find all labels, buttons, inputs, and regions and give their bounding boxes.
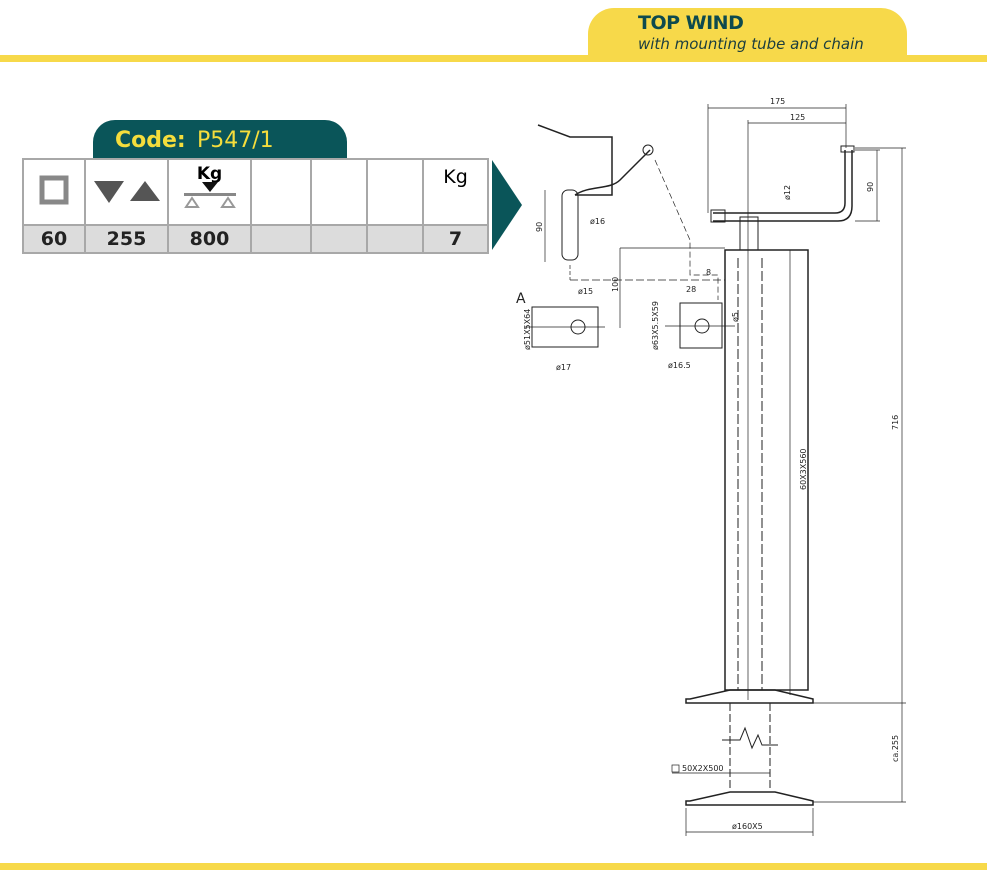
view-a-label: A (516, 291, 526, 307)
dim-15: ø15 (578, 287, 593, 296)
weight-icon: Kg (422, 158, 489, 226)
dim-16-5: ø16.5 (668, 361, 691, 370)
empty-cell (250, 158, 312, 226)
dim-inner-tube: 50X2X500 (682, 764, 724, 773)
weight-value: 7 (422, 224, 489, 254)
dim-28: 28 (686, 285, 696, 294)
code-tab: Code: P547/1 (93, 120, 347, 158)
stroke-triangles-icon (84, 158, 169, 226)
dim-17: ø17 (556, 363, 571, 372)
dim-5: ø5 (731, 312, 740, 322)
dim-716: 716 (891, 415, 900, 430)
empty-cell (366, 224, 424, 254)
product-title: TOP WIND (638, 12, 744, 34)
dim-ca255: ca.255 (891, 735, 900, 762)
locking-pin (537, 124, 725, 328)
code-value: P547/1 (197, 128, 274, 153)
product-subtitle: with mounting tube and chain (638, 35, 864, 53)
dim-12: ø12 (783, 185, 792, 200)
code-label: Code: (115, 128, 186, 153)
dim-plate: ø160X5 (732, 822, 763, 831)
load-kg-label: Kg (196, 164, 223, 184)
dim-63: ø63X5.5X59 (651, 301, 660, 350)
empty-cell (366, 158, 424, 226)
dim-51: ø51X5X64 (523, 309, 532, 350)
empty-cell (250, 224, 312, 254)
outer-tube (685, 249, 814, 704)
empty-cell (310, 224, 368, 254)
spec-table: Kg Kg 60 255 800 7 (22, 158, 489, 254)
dim-175: 175 (770, 97, 785, 106)
dimension-lines (685, 104, 906, 836)
load-capacity-icon: Kg (167, 158, 252, 226)
stroke-value: 255 (84, 224, 169, 254)
dim-90-handle: 90 (866, 182, 875, 192)
bottom-rule (0, 863, 987, 870)
title-tab: TOP WIND with mounting tube and chain (588, 8, 907, 56)
inner-tube (672, 703, 814, 806)
dim-100: 100 (611, 277, 620, 292)
detail-a (525, 302, 735, 349)
tube-size-value: 60 (22, 224, 86, 254)
arrow-right-icon (492, 160, 522, 250)
dim-8: 8 (706, 268, 711, 277)
dim-16: ø16 (590, 217, 605, 226)
empty-cell (310, 158, 368, 226)
crank-handle (710, 145, 855, 251)
dim-tube: 60X3X560 (799, 449, 808, 491)
square-tube-icon (22, 158, 86, 226)
load-value: 800 (167, 224, 252, 254)
top-rule (0, 55, 987, 62)
dim-90-pin: 90 (535, 222, 544, 232)
dim-125: 125 (790, 113, 805, 122)
